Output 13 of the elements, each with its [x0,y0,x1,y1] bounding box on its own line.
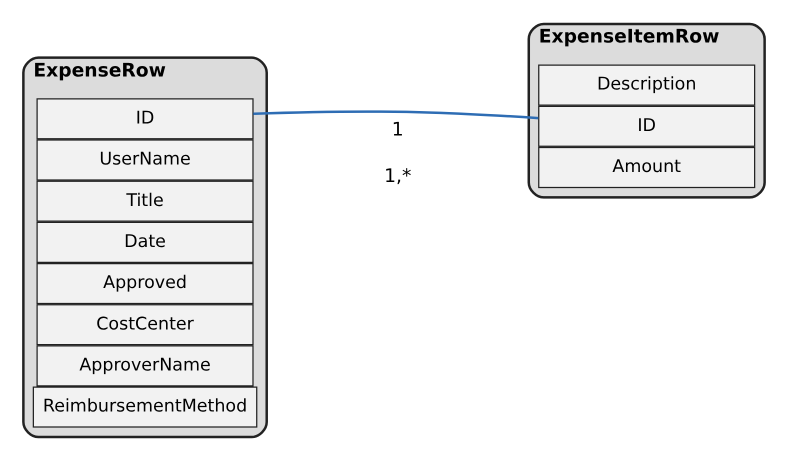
node-box: ID [538,106,756,147]
node-box: Amount [538,146,756,188]
node-box: Approved [36,262,254,304]
node-box: Title [36,180,254,222]
node-box: Description [538,64,756,106]
node-box: ReimbursementMethod [32,386,258,428]
node-box: ApproverName [36,345,254,386]
node-box: ID [36,98,254,140]
node-box: CostCenter [36,304,254,346]
node-box: UserName [36,139,254,181]
node-box: Date [36,222,254,263]
label: 1,* [384,166,412,187]
label: 1 [392,120,404,141]
